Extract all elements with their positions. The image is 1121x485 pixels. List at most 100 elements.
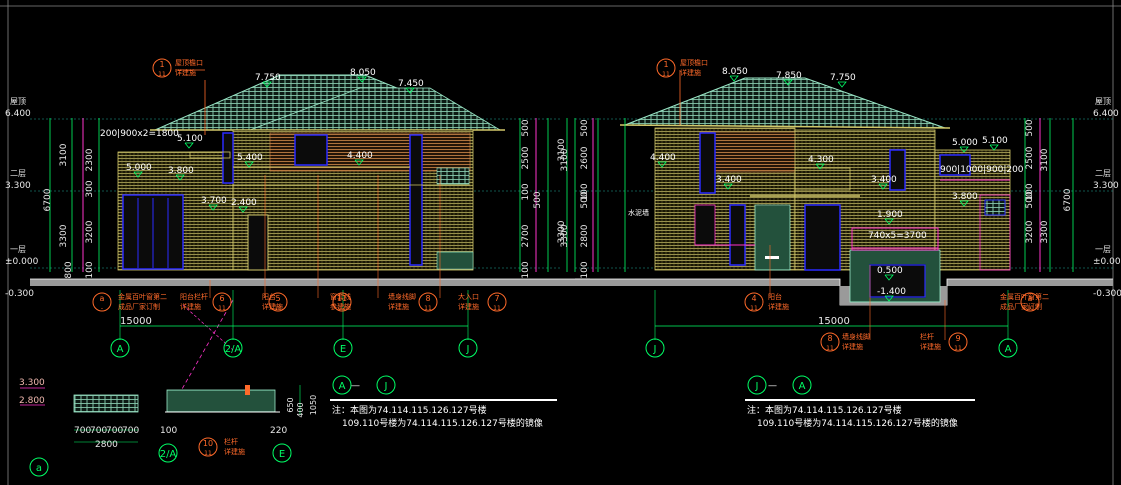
- axis-label: J: [466, 344, 470, 355]
- elevation-triangle: [262, 81, 272, 88]
- callout-text: 屋顶檐口: [680, 58, 708, 67]
- callout-bubble: [820, 332, 840, 352]
- fence-dimension: 650: [286, 397, 295, 412]
- callout-sheet: 11: [662, 71, 670, 78]
- callout-sheet: 11: [204, 450, 212, 457]
- callout-sheet: -: [101, 305, 103, 312]
- axis-bubble: [645, 338, 665, 358]
- ground-band: [30, 279, 590, 286]
- axis-bubble: [158, 443, 178, 463]
- grille-dimension: 700: [106, 426, 123, 436]
- callout-subtext: 成品厂家订制: [1000, 302, 1042, 311]
- roof-main: [624, 77, 946, 129]
- callout-text: 屋顶檐口: [175, 58, 203, 67]
- dimension-text: 3300: [1040, 220, 1050, 243]
- dimension-text: 3100: [557, 138, 567, 161]
- drawing-note: 109.110号楼为74.114.115.126.127号楼的镜像: [757, 417, 958, 429]
- elevation-mark: 4.400: [347, 151, 373, 161]
- garage-door: [754, 204, 791, 271]
- callout-number: 8: [827, 334, 832, 343]
- axis-label: E: [340, 344, 346, 355]
- left-elevation: [30, 69, 590, 411]
- stair-dimension-note: 740x5=3700: [868, 231, 927, 241]
- window: [294, 134, 328, 166]
- axis-bubble: [376, 375, 396, 395]
- elevation-mark: 3.400: [871, 175, 897, 185]
- dimension-text: 500: [1025, 191, 1035, 208]
- dimension-text: 2500: [1025, 146, 1035, 169]
- details: [20, 385, 975, 443]
- callout-bubble: [92, 292, 112, 312]
- elevation-triangle: [238, 206, 248, 213]
- callout-number: 1: [663, 60, 668, 69]
- callout-text: 大入口: [458, 292, 479, 301]
- shutter: [436, 167, 470, 185]
- dimension-text: 300: [85, 180, 95, 197]
- fence-dimension: 220: [270, 426, 287, 436]
- detail-level: 2.800: [19, 396, 45, 406]
- dimension-text: 100: [85, 261, 95, 278]
- callout-text: 阳台栏杆: [180, 292, 208, 301]
- dimension-text: 2300: [85, 148, 95, 171]
- elevation-triangle: [657, 161, 667, 168]
- window: [409, 134, 423, 266]
- level-value: ±0.000: [5, 257, 39, 267]
- axis-label: A: [339, 381, 346, 392]
- drawing-note: 注：本图为74.114.115.126.127号楼: [747, 404, 902, 416]
- window-dimension-note: 200|900x2=1800: [100, 129, 179, 139]
- callout-number: 11: [337, 294, 347, 303]
- callout-bubble: [198, 437, 218, 457]
- fence-dimension: 1050: [309, 395, 318, 415]
- elevation-triangle: [878, 183, 888, 190]
- callout-number: 7: [494, 294, 499, 303]
- dimension-text: 100: [580, 183, 590, 200]
- fence-dimension: 100: [160, 426, 177, 436]
- window: [939, 154, 971, 176]
- callout-number: a: [1028, 294, 1033, 303]
- callout-subtext: 详建施: [920, 342, 941, 351]
- dimension-text: 2700: [521, 224, 531, 247]
- elevation-triangle: [884, 295, 894, 302]
- axis-bubble: [29, 457, 49, 477]
- callout-bubble: [418, 292, 438, 312]
- callout-text: 窗套线: [330, 292, 351, 301]
- level-value: 3.300: [5, 181, 31, 191]
- callout-subtext: 详建施: [262, 302, 283, 311]
- drawing-note: 注：本图为74.114.115.126.127号楼: [332, 404, 487, 416]
- callout-sheet: 11: [750, 305, 758, 312]
- callout-subtext: 详建施: [680, 68, 701, 77]
- callout-sheet: 11: [954, 345, 962, 352]
- callout-sheet: 12: [338, 305, 346, 312]
- level-value: 3.300: [1093, 181, 1119, 191]
- axis-bubble: [110, 338, 130, 358]
- callout-sheet: 11: [424, 305, 432, 312]
- axis-bubble: [272, 443, 292, 463]
- callout-text: 金属百叶窗第二: [1000, 292, 1049, 301]
- dimension-text: 3300: [59, 224, 69, 247]
- axis-bubble: [792, 375, 812, 395]
- grille-dimension: 700: [90, 426, 107, 436]
- window: [804, 204, 841, 271]
- title-dash: —: [351, 381, 360, 391]
- axis-label: 2/A: [160, 449, 177, 460]
- axis-bubble: [332, 375, 352, 395]
- fence-dimension: 400: [296, 402, 305, 417]
- dimension-text: 800: [64, 261, 74, 278]
- callout-number: 1: [159, 60, 164, 69]
- callout-text: 阳台: [768, 292, 782, 301]
- dimension-text: 100: [1025, 183, 1035, 200]
- elevation-mark: 7.850: [776, 71, 802, 81]
- elevation-triangle: [959, 146, 969, 153]
- dimension-text: 3100: [1040, 148, 1050, 171]
- elevation-mark: 7.450: [398, 79, 424, 89]
- elevation-mark: 5.000: [952, 138, 978, 148]
- dimension-text: 3200: [1025, 220, 1035, 243]
- level-name: 二层: [10, 169, 26, 178]
- right-elevation: [574, 70, 1113, 340]
- axis-label: A: [799, 381, 806, 392]
- elevation-triangle: [208, 204, 218, 211]
- axis-bubble: [223, 338, 243, 358]
- title-dash: —: [768, 381, 777, 391]
- callout-subtext: 详建施: [224, 447, 245, 456]
